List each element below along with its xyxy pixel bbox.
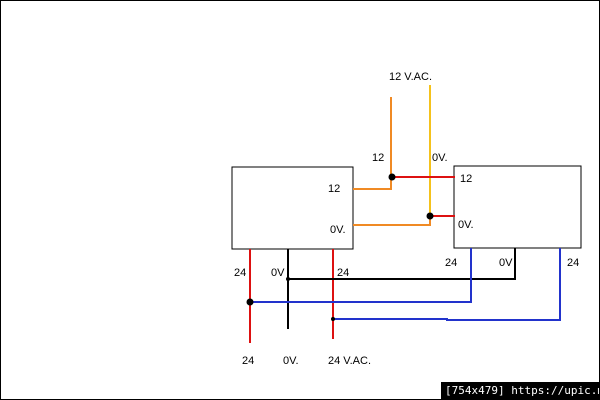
label-12vac: 12 V.AC. [389, 71, 432, 83]
label-junction-0v: 0V. [432, 152, 448, 164]
left-component-box [231, 166, 354, 250]
label-24vac: 24 V.AC. [328, 355, 371, 367]
label-left-24b: 24 [337, 267, 349, 279]
label-right-24b: 24 [567, 257, 579, 269]
wire-24-link-b [333, 248, 561, 321]
label-right-0v: 0V [499, 257, 513, 269]
right-component-box [453, 165, 582, 249]
junction-dot [246, 298, 254, 306]
wire-0v-link [288, 248, 516, 280]
watermark-text: [754x479] https://upic.me/ [445, 384, 599, 397]
junction-dot [331, 317, 335, 321]
watermark-background [441, 382, 599, 399]
label-bottom-24: 24 [242, 355, 254, 367]
label-bottom-0v: 0V. [283, 355, 299, 367]
label-left-box-0v: 0V. [330, 224, 346, 236]
label-junction-12: 12 [372, 152, 384, 164]
wire-12v-supply [353, 97, 392, 190]
label-right-box-12: 12 [460, 173, 472, 185]
label-left-box-12: 12 [328, 183, 340, 195]
junction-dot [388, 173, 396, 181]
label-left-0v: 0V [271, 267, 285, 279]
junction-dot [426, 212, 434, 220]
junction-dot [286, 277, 290, 281]
label-right-24a: 24 [445, 257, 457, 269]
label-right-box-0v: 0V. [458, 219, 474, 231]
wire-24-link-a [250, 248, 472, 303]
label-left-24a: 24 [234, 267, 246, 279]
